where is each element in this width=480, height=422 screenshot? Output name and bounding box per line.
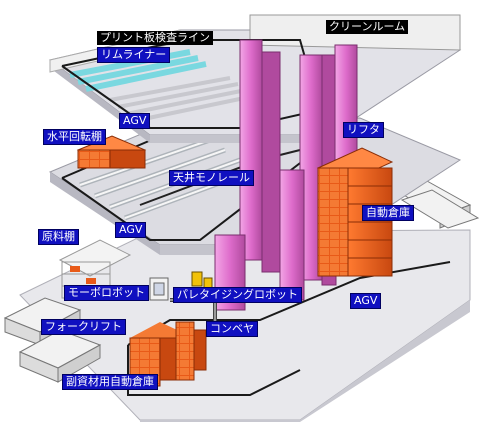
raw-material-shelves (58, 239, 132, 299)
automated-warehouse (316, 147, 394, 277)
label-agv-bottom: AGV (350, 293, 382, 309)
label-lifter: リフタ (343, 122, 384, 138)
label-conveyor: コンベヤ (206, 321, 258, 337)
label-agv-middle: AGV (115, 222, 147, 238)
truck-left-2 (18, 329, 102, 383)
label-clean-room: クリーンルーム (326, 20, 409, 34)
label-agv-top: AGV (119, 113, 151, 129)
label-sub-material-warehouse: 副資材用自動倉庫 (62, 374, 158, 390)
label-raw-material-shelf: 原料棚 (38, 229, 79, 245)
label-print-inspection-line: プリント板検査ライン (97, 31, 213, 45)
label-overhead-monorail: 天井モノレール (169, 170, 254, 186)
label-motor-robot: モーボロボット (64, 285, 149, 301)
label-automated-warehouse: 自動倉庫 (362, 205, 414, 221)
label-forklift: フォークリフト (41, 319, 126, 335)
label-rim-liner: リムライナー (97, 47, 171, 63)
label-horizontal-carousel: 水平回転棚 (43, 129, 106, 145)
truck-right-2 (400, 189, 480, 229)
motor-robot (149, 277, 169, 301)
label-palletizing-robot: パレタイジングロボット (173, 287, 302, 303)
